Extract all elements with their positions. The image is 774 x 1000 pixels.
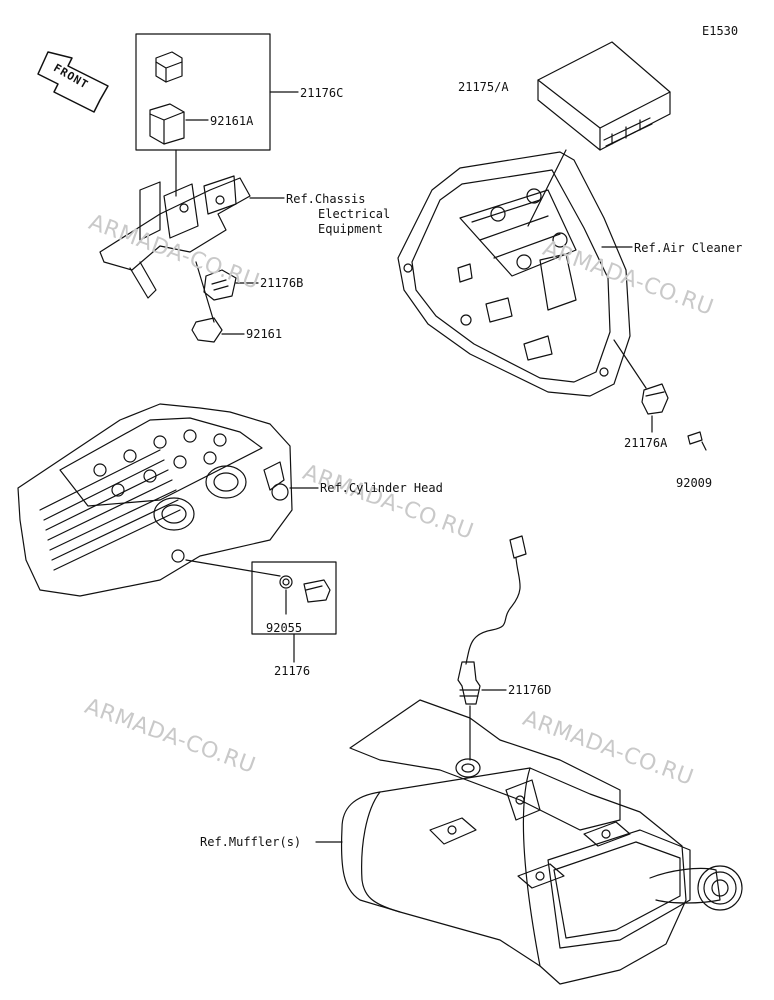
label-21176c: 21176C [300,86,344,100]
o2-sensor-21176d [457,535,527,761]
sensor-21176b [195,261,259,323]
label-21175a: 21175/A [458,80,509,94]
ecu-unit [537,41,671,151]
front-arrow-icon [37,51,109,113]
label-92055: 92055 [266,621,303,635]
label-ref-air-cleaner: Ref.Air Cleaner [634,241,743,255]
label-21176b: 21176B [260,276,304,290]
label-21176d: 21176D [508,683,552,697]
relay-group-box [135,33,299,151]
label-ref-chassis: Ref.Chassis [286,192,366,206]
label-ref-muffler: Ref.Muffler(s) [200,835,302,849]
label-ref-cylinder-head: Ref.Cylinder Head [320,481,443,495]
air-cleaner-housing [397,149,633,397]
label-92161: 92161 [246,327,283,341]
label-21176: 21176 [274,664,311,678]
clip-92161 [191,317,245,343]
label-21176a: 21176A [624,436,668,450]
relay-bracket [99,149,285,299]
sensor-21176a [613,339,707,451]
cylinder-head [17,403,319,597]
temp-sensor-box [251,561,337,663]
label-92161a: 92161A [210,114,254,128]
label-ref-chassis-2: Electrical [318,207,391,221]
label-ref-chassis-3: Equipment [318,222,384,236]
label-92009: 92009 [676,476,713,490]
muffler [315,699,743,985]
diagram-code: E1530 [702,24,739,38]
